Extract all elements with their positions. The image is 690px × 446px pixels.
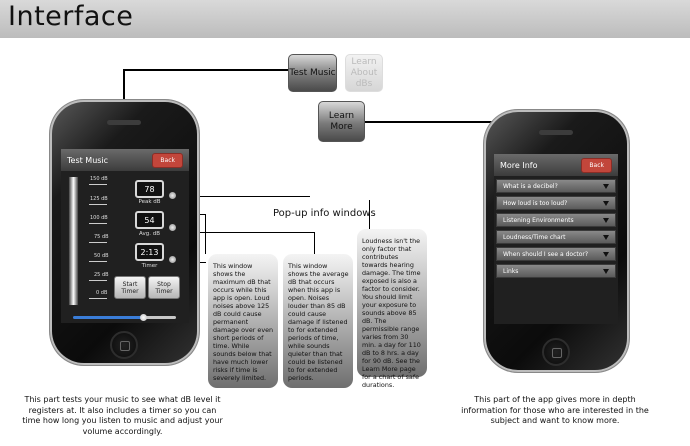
db-tick bbox=[89, 280, 107, 281]
list-item-label: When should I see a doctor? bbox=[503, 250, 589, 258]
start-timer-button[interactable]: Start Timer bbox=[114, 276, 146, 299]
connector-line bbox=[178, 232, 315, 233]
header-bar bbox=[0, 0, 690, 38]
chevron-down-icon bbox=[603, 268, 609, 274]
nav-bar: More Info Back bbox=[494, 154, 618, 176]
avg-popup: This window shows the average dB that oc… bbox=[283, 254, 353, 388]
timer-display: 2:13 bbox=[135, 243, 164, 261]
peak-popup: This window shows the maximum dB that oc… bbox=[208, 254, 278, 388]
db-tick bbox=[89, 204, 107, 205]
db-label: 100 dB bbox=[90, 215, 108, 221]
left-phone-screen: Test Music Back 150 dB 125 dB 100 dB 75 … bbox=[61, 149, 189, 323]
db-label: 0 dB bbox=[96, 290, 108, 296]
nav-bar: Test Music Back bbox=[61, 149, 189, 171]
speaker-grille bbox=[539, 130, 573, 135]
db-tick bbox=[89, 261, 107, 262]
right-phone: More Info Back What is a decibel? How lo… bbox=[484, 110, 629, 372]
right-caption: This part of the app gives more in depth… bbox=[461, 395, 649, 425]
test-music-button[interactable]: Test Music bbox=[288, 54, 337, 92]
chevron-down-icon bbox=[603, 217, 609, 223]
list-item-label: Links bbox=[503, 267, 519, 275]
db-label: 125 dB bbox=[90, 196, 108, 202]
right-phone-screen: More Info Back What is a decibel? How lo… bbox=[494, 154, 618, 324]
peak-db-display: 78 bbox=[135, 180, 164, 198]
chevron-down-icon bbox=[603, 234, 609, 240]
connector-line bbox=[123, 69, 288, 71]
connector-line bbox=[205, 214, 206, 254]
home-button[interactable] bbox=[110, 331, 138, 359]
chevron-down-icon bbox=[603, 200, 609, 206]
timer-label: Timer bbox=[141, 263, 158, 269]
popups-label: Pop-up info windows bbox=[273, 208, 376, 219]
chevron-down-icon bbox=[603, 183, 609, 189]
stop-timer-button[interactable]: Stop Timer bbox=[148, 276, 180, 299]
list-item-label: Loudness/Time chart bbox=[503, 233, 566, 241]
avg-info-icon[interactable] bbox=[169, 224, 176, 231]
page-title: Interface bbox=[8, 1, 134, 32]
back-button[interactable]: Back bbox=[152, 152, 183, 168]
db-tick bbox=[89, 223, 107, 224]
list-item[interactable]: Loudness/Time chart bbox=[496, 230, 616, 244]
left-caption: This part tests your music to see what d… bbox=[22, 395, 223, 436]
timer-info-icon[interactable] bbox=[169, 256, 176, 263]
list-item[interactable]: Listening Environments bbox=[496, 213, 616, 227]
peak-db-label: Peak dB bbox=[138, 199, 161, 205]
db-label: 25 dB bbox=[94, 272, 109, 278]
db-meter bbox=[68, 176, 79, 306]
home-button[interactable] bbox=[542, 338, 570, 366]
left-phone: Test Music Back 150 dB 125 dB 100 dB 75 … bbox=[50, 100, 199, 365]
db-label: 150 dB bbox=[90, 176, 108, 182]
avg-db-label: Avg. dB bbox=[139, 231, 160, 237]
db-tick bbox=[89, 242, 107, 243]
list-item-label: How loud is too loud? bbox=[503, 199, 568, 207]
connector-line bbox=[365, 121, 551, 123]
connector-line bbox=[314, 232, 315, 254]
avg-db-display: 54 bbox=[135, 211, 164, 229]
volume-slider-knob[interactable] bbox=[140, 314, 147, 321]
list-item[interactable]: What is a decibel? bbox=[496, 179, 616, 193]
db-label: 50 dB bbox=[94, 253, 109, 259]
list-item[interactable]: How loud is too loud? bbox=[496, 196, 616, 210]
connector-line bbox=[180, 196, 310, 197]
timer-popup: Loudness isn't the only factor that cont… bbox=[357, 229, 427, 389]
learn-about-dbs-button[interactable]: Learn About dBs bbox=[345, 54, 383, 92]
screen-title: Test Music bbox=[67, 155, 109, 165]
list-item[interactable]: Links bbox=[496, 264, 616, 278]
connector-line bbox=[123, 69, 125, 103]
peak-info-icon[interactable] bbox=[169, 192, 176, 199]
list-item[interactable]: When should I see a doctor? bbox=[496, 247, 616, 261]
volume-slider-fill bbox=[73, 316, 143, 319]
connector-line bbox=[369, 200, 370, 236]
list-item-label: Listening Environments bbox=[503, 216, 574, 224]
learn-more-button[interactable]: Learn More bbox=[318, 101, 365, 142]
back-button[interactable]: Back bbox=[581, 157, 612, 173]
db-tick bbox=[89, 298, 107, 299]
speaker-grille bbox=[107, 120, 141, 125]
chevron-down-icon bbox=[603, 251, 609, 257]
db-label: 75 dB bbox=[94, 234, 109, 240]
volume-slider-track bbox=[143, 316, 176, 319]
list-item-label: What is a decibel? bbox=[503, 182, 558, 190]
screen-title: More Info bbox=[500, 160, 538, 170]
db-tick bbox=[89, 184, 107, 185]
